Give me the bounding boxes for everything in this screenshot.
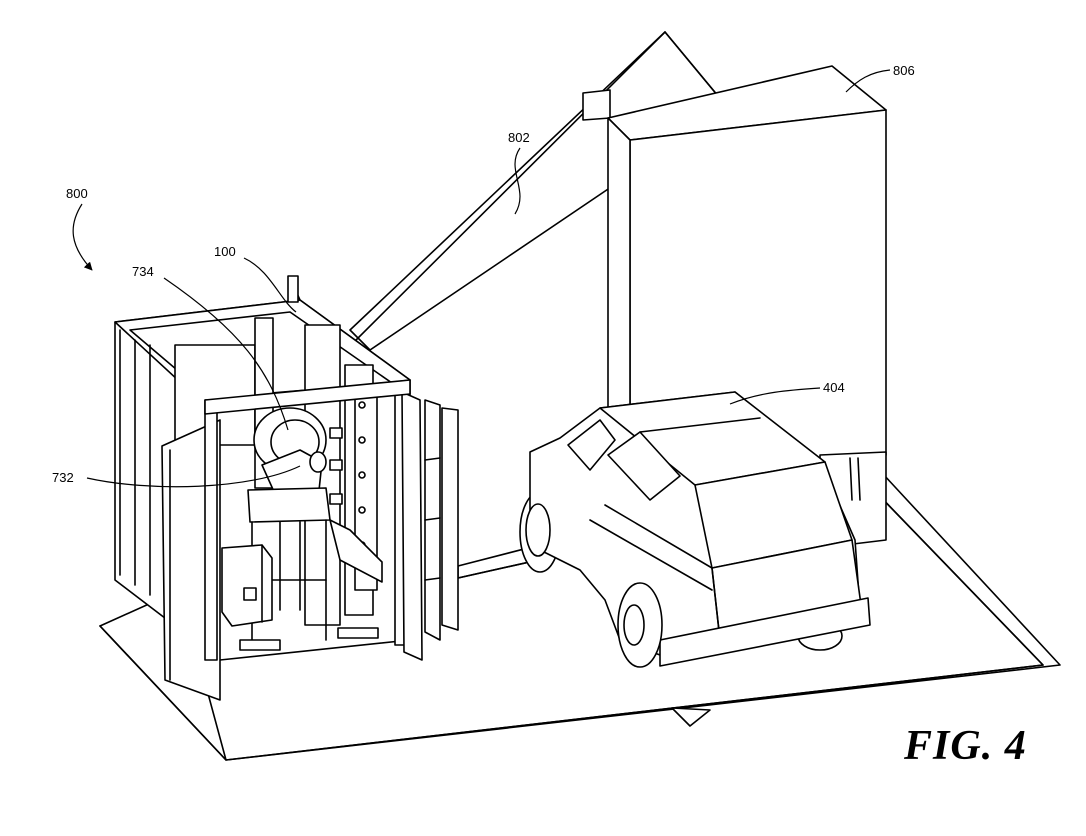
leader-802 xyxy=(514,147,521,215)
right-door xyxy=(401,391,423,661)
leader-404 xyxy=(729,387,821,405)
detector-panel xyxy=(582,65,887,549)
label-806: 806 xyxy=(893,63,915,78)
arrow-800 xyxy=(72,203,93,271)
label-732: 732 xyxy=(52,470,74,485)
label-734: 734 xyxy=(132,264,154,279)
label-802: 802 xyxy=(508,130,530,145)
leader-732 xyxy=(86,465,301,488)
figure-caption: FIG. 4 xyxy=(904,723,1027,769)
vehicle xyxy=(519,391,871,668)
label-404: 404 xyxy=(823,380,845,395)
label-800: 800 xyxy=(66,186,88,201)
label-100: 100 xyxy=(214,244,236,259)
leader-100 xyxy=(243,257,297,313)
leader-806 xyxy=(845,69,891,93)
cargo-container xyxy=(114,275,459,701)
leader-734 xyxy=(163,277,289,431)
